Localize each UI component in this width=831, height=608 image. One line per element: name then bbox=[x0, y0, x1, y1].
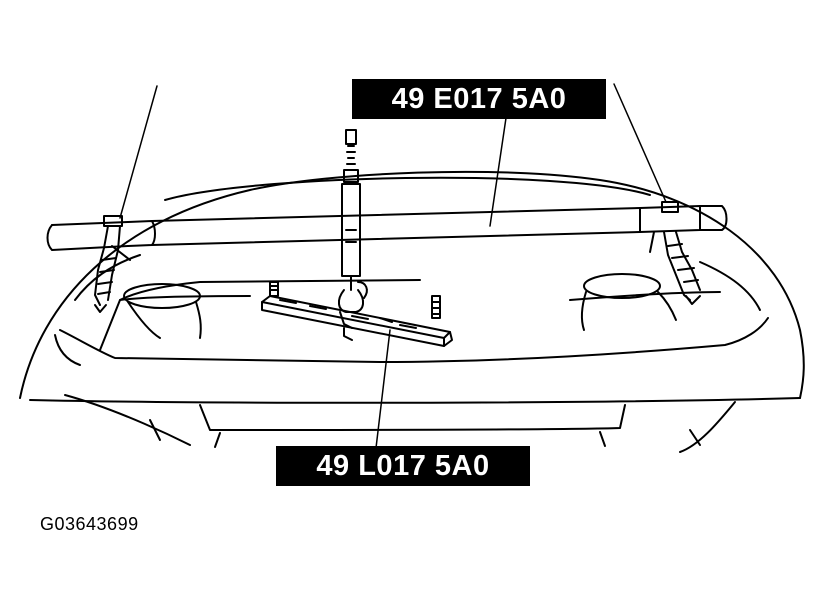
left-hook-strap bbox=[94, 215, 131, 313]
hanger-bar bbox=[46, 205, 728, 251]
strut-tower-left bbox=[123, 283, 202, 339]
hanger-bar-part-number-label: 49 E017 5A0 bbox=[352, 79, 606, 119]
support-plate-part-number-label: 49 L017 5A0 bbox=[276, 446, 530, 486]
right-hook-strap bbox=[649, 201, 701, 305]
figure-id-caption: G03643699 bbox=[40, 514, 139, 534]
support-plate bbox=[261, 281, 453, 347]
leader-lines bbox=[119, 83, 667, 449]
turnbuckle-hanger bbox=[338, 129, 368, 313]
strut-tower-right bbox=[580, 273, 677, 331]
car-body-outline bbox=[19, 170, 805, 453]
